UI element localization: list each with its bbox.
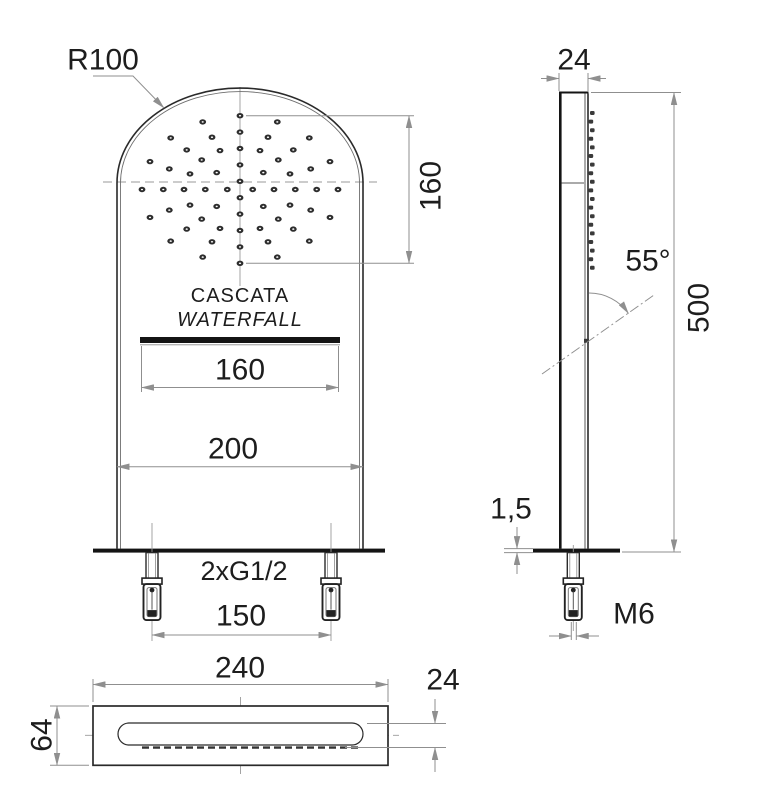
height-label: 500: [683, 283, 716, 333]
body-width-label: 200: [208, 433, 258, 466]
plate-thickness-label: 1,5: [490, 493, 532, 526]
spray-holes: [138, 113, 342, 266]
right-inlet-fitting: [320, 551, 342, 622]
plate-width-dimension: [92, 679, 389, 702]
connections-label: 2xG1/2: [200, 556, 287, 586]
side-inlet-fitting: [562, 551, 585, 622]
plate-depth-dimension: [50, 705, 89, 766]
radius-label: R100: [67, 44, 139, 77]
plate-width-label: 240: [215, 652, 265, 685]
panel-inner-outline: [120, 91, 360, 549]
slot-offset-dimension: [345, 699, 446, 772]
brand-line1: CASCATA: [191, 285, 290, 307]
nozzle-profile-marks: [588, 111, 595, 270]
connection-spacing-label: 150: [216, 600, 266, 633]
angle-arc: [588, 292, 629, 314]
height-dimension: [591, 91, 681, 553]
brand-line2: WATERFALL: [177, 309, 303, 331]
slot-profile-mark: [584, 338, 589, 343]
depth-dimension: [541, 73, 606, 91]
spray-height-label: 160: [415, 161, 448, 211]
body-section-bottom: [117, 722, 364, 746]
slot-width-dimension: [140, 346, 340, 392]
plate-depth-label: 64: [26, 718, 59, 751]
radius-leader: [93, 75, 165, 109]
mounting-plate-front: [93, 548, 385, 553]
spray-angle-annotation: [541, 292, 655, 375]
depth-label: 24: [557, 44, 590, 77]
spray-trajectory-line: [541, 294, 655, 375]
front-view: R100 160 CASCATA WATERFALL 160 200 2xG1/…: [67, 44, 448, 641]
slot-width-label: 160: [215, 354, 265, 387]
bottom-view: 240 64 24: [26, 652, 460, 774]
spray-angle-label: 55°: [625, 245, 670, 278]
waterfall-slot: [140, 337, 340, 343]
plate-thickness-dimension: [504, 527, 533, 574]
spray-height-dimension: [246, 115, 414, 264]
slot-offset-label: 24: [426, 664, 459, 697]
thread-dimension: [549, 622, 599, 640]
side-view: 24 55° 500 1,5 M6: [490, 44, 716, 640]
thread-label: M6: [613, 598, 655, 631]
mounting-plate-side: [533, 548, 620, 553]
left-inlet-fitting: [141, 551, 163, 622]
panel-outline: [116, 87, 364, 549]
